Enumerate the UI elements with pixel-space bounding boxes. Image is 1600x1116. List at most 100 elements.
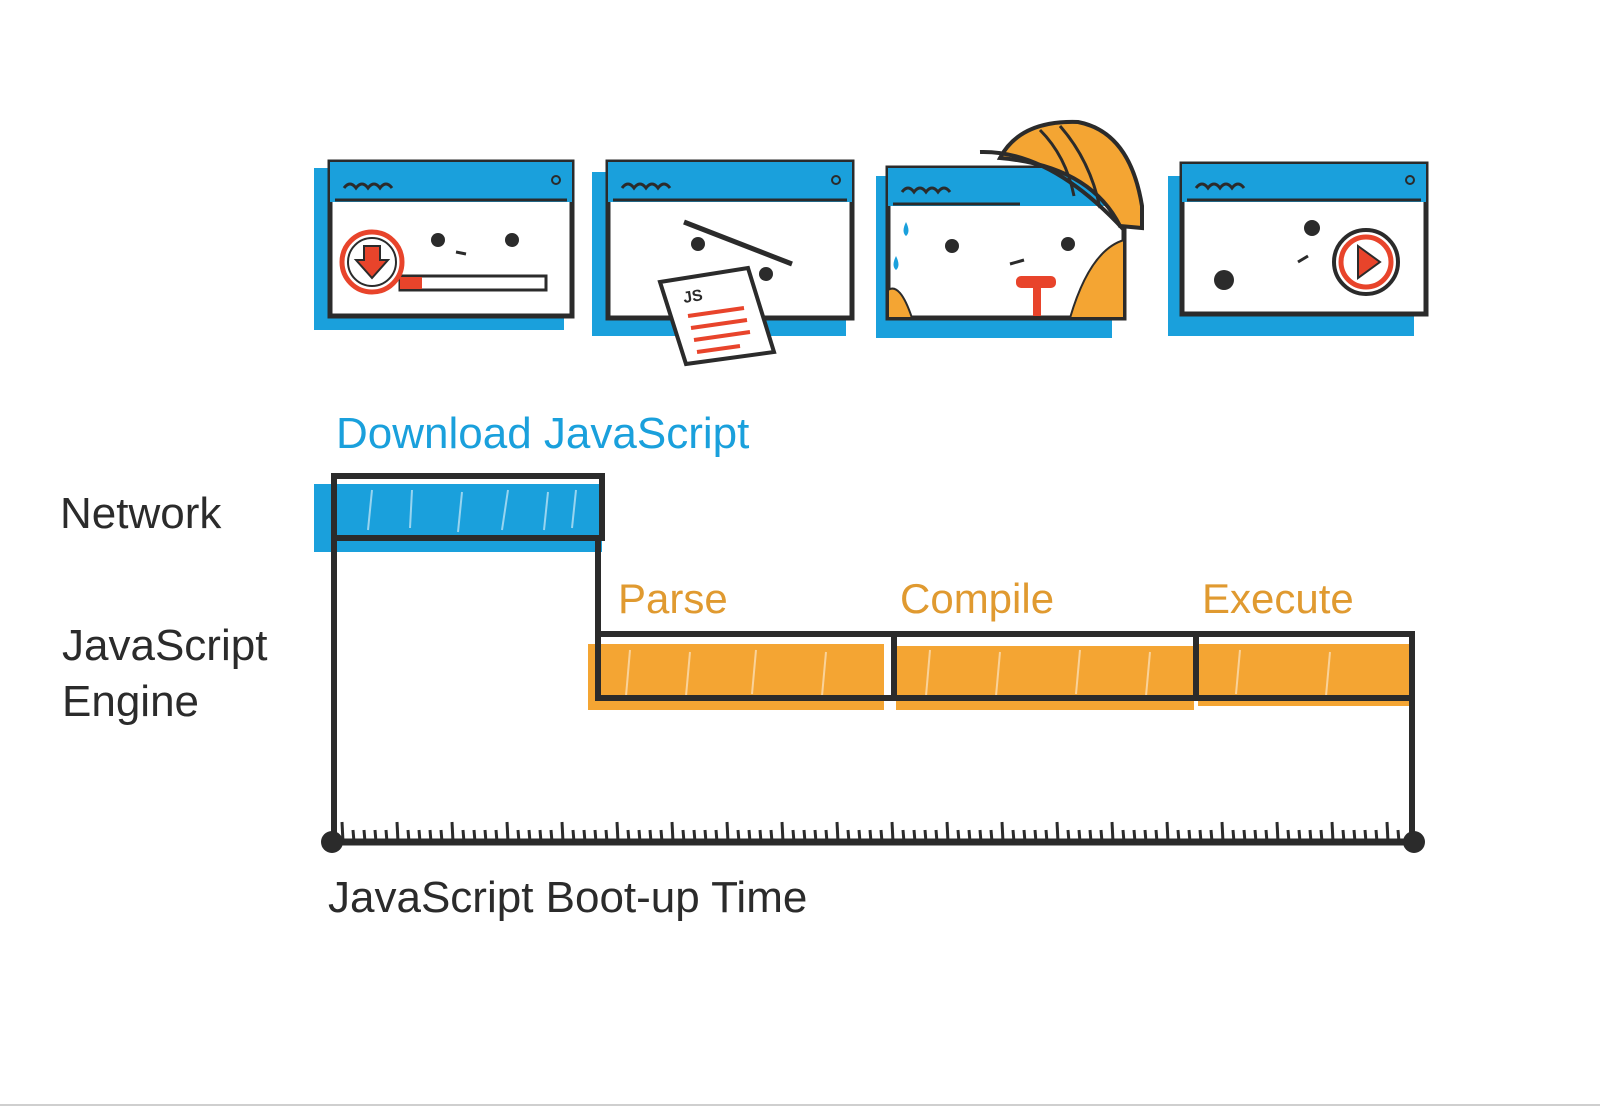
axis-tick xyxy=(406,829,411,843)
axis-tick xyxy=(835,821,840,843)
axis-tick xyxy=(879,829,884,843)
axis-tick xyxy=(747,829,752,843)
engine-row-label-line1: JavaScript xyxy=(62,621,268,670)
axis-tick xyxy=(1264,829,1269,843)
axis-tick xyxy=(1099,829,1104,843)
axis-tick xyxy=(1220,821,1225,843)
axis-tick xyxy=(549,829,554,843)
axis-tick xyxy=(780,821,785,843)
axis-tick xyxy=(1275,821,1280,843)
axis-tick xyxy=(538,829,543,843)
browser-window-execute xyxy=(1168,161,1429,336)
axis-tick xyxy=(1187,829,1192,843)
axis-tick xyxy=(461,829,466,843)
axis-tick xyxy=(692,829,697,843)
axis-tick xyxy=(450,821,455,843)
axis-tick xyxy=(505,821,510,843)
axis-tick xyxy=(1000,821,1005,843)
engine-bars xyxy=(588,631,1415,710)
axis-tick xyxy=(846,829,851,843)
axis-tick xyxy=(802,829,807,843)
axis-tick xyxy=(483,829,488,843)
axis-tick xyxy=(670,821,675,843)
axis-tick xyxy=(340,821,345,843)
axis-tick xyxy=(439,829,444,843)
axis-tick xyxy=(1341,829,1346,843)
axis-tick xyxy=(1132,829,1137,843)
axis-tick xyxy=(769,829,774,843)
engine-row-label-line2: Engine xyxy=(62,677,200,726)
axis-tick xyxy=(967,829,972,843)
axis-start-dot xyxy=(321,831,343,853)
axis-tick xyxy=(1033,829,1038,843)
axis-tick xyxy=(659,829,664,843)
axis-tick xyxy=(1176,829,1181,843)
axis-tick xyxy=(395,821,400,843)
axis-tick xyxy=(1374,829,1379,843)
axis-tick xyxy=(626,829,631,843)
boot-up-time-label: JavaScript Boot-up Time xyxy=(328,873,808,922)
axis-tick xyxy=(1363,829,1368,843)
parse-label: Parse xyxy=(618,575,728,622)
axis-tick xyxy=(890,821,895,843)
axis-tick xyxy=(351,829,356,843)
axis-tick xyxy=(1121,829,1126,843)
axis-tick xyxy=(857,829,862,843)
axis-tick xyxy=(714,829,719,843)
js-badge: JS xyxy=(682,287,704,307)
download-javascript-label: Download JavaScript xyxy=(336,409,750,458)
axis-tick xyxy=(1077,829,1082,843)
axis-tick xyxy=(703,829,708,843)
execute-label: Execute xyxy=(1202,575,1354,622)
timeline-frame xyxy=(331,538,1415,842)
axis-tick xyxy=(1110,821,1115,843)
axis-tick xyxy=(1066,829,1071,843)
network-bar xyxy=(314,473,605,552)
axis-tick xyxy=(923,829,928,843)
axis-tick xyxy=(428,829,433,843)
axis-tick xyxy=(1352,829,1357,843)
axis-tick xyxy=(1011,829,1016,843)
axis-tick xyxy=(1154,829,1159,843)
axis-tick xyxy=(604,829,609,843)
axis-tick xyxy=(494,829,499,843)
axis-tick xyxy=(725,821,730,843)
axis-tick xyxy=(1319,829,1324,843)
axis-tick xyxy=(978,829,983,843)
axis-tick xyxy=(637,829,642,843)
axis-tick xyxy=(527,829,532,843)
axis-tick xyxy=(868,829,873,843)
axis-tick xyxy=(362,829,367,843)
axis-tick xyxy=(901,829,906,843)
axis-tick xyxy=(417,829,422,843)
axis-tick xyxy=(373,829,378,843)
axis-tick xyxy=(824,829,829,843)
axis-tick xyxy=(648,829,653,843)
download-arrow-icon xyxy=(339,229,405,295)
axis-tick xyxy=(956,829,961,843)
play-icon xyxy=(1332,228,1400,296)
axis-tick xyxy=(912,829,917,843)
axis-tick xyxy=(1198,829,1203,843)
hard-hat-icon xyxy=(979,119,1144,232)
axis-tick xyxy=(560,821,565,843)
axis-tick xyxy=(758,829,763,843)
axis-tick xyxy=(813,829,818,843)
axis-tick xyxy=(1242,829,1247,843)
axis-tick xyxy=(1396,829,1401,843)
axis-tick xyxy=(736,829,741,843)
browser-window-compile xyxy=(876,119,1144,338)
axis-tick xyxy=(1143,829,1148,843)
axis-tick xyxy=(472,829,477,843)
axis-tick xyxy=(615,821,620,843)
axis-tick xyxy=(1385,821,1390,843)
axis-tick xyxy=(516,829,521,843)
axis-end-dot xyxy=(1403,831,1425,853)
axis-tick xyxy=(1286,829,1291,843)
axis-tick xyxy=(1044,829,1049,843)
axis-tick xyxy=(1330,821,1335,843)
bottom-divider xyxy=(0,1104,1600,1106)
compile-label: Compile xyxy=(900,575,1055,622)
